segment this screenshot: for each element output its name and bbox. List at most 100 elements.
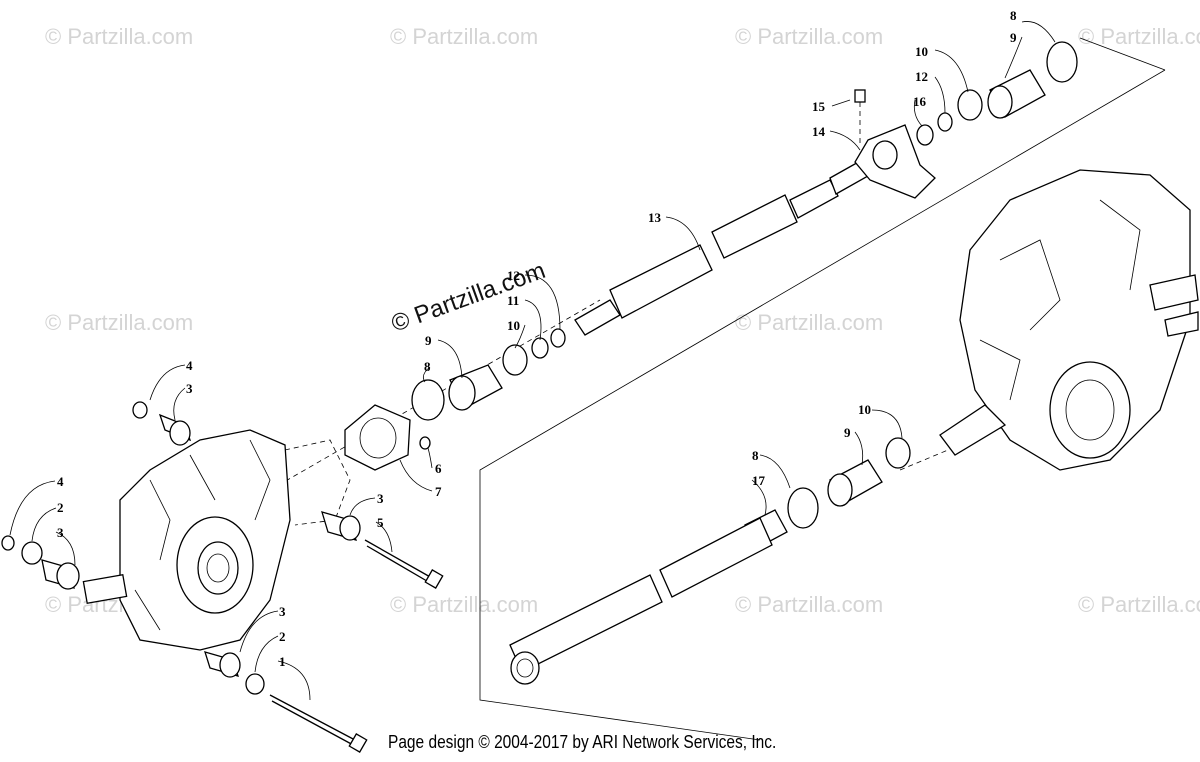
callout-1: 1 [279, 654, 286, 669]
transmission-ribs [979, 199, 1141, 401]
gearcase-mounts [1, 401, 444, 753]
gearcase-ribs [134, 439, 271, 631]
leader-8a [1021, 21, 1056, 43]
leader-4a [149, 364, 186, 401]
watermark: © Partzilla.com [390, 24, 538, 49]
leader-3a [173, 387, 186, 421]
shaft-13-tube-upper [711, 194, 798, 259]
shaft-13-spline [574, 299, 621, 336]
washer-2-left [21, 541, 43, 565]
leader-9a [1004, 36, 1023, 79]
watermark: © Partzilla.com [735, 310, 883, 335]
nut-4-upper [132, 401, 148, 419]
gearcase-mount-tab [82, 573, 128, 605]
front-gearcase [82, 429, 351, 651]
callout-2: 2 [279, 629, 286, 644]
transmission-output-shaft-lower [1164, 311, 1199, 337]
frame-top [1079, 37, 1166, 71]
front-shaft-parts [344, 328, 566, 471]
ring-12-upper [937, 112, 953, 132]
callout-14: 14 [812, 124, 826, 139]
washer-2-bottom [245, 673, 265, 695]
flange-plate-7-bore [359, 417, 397, 459]
callout-8: 8 [1010, 8, 1017, 23]
transmission-flange [1049, 361, 1131, 459]
leader-10b [514, 324, 526, 349]
ring-12-front [550, 328, 566, 348]
ring-11-front [531, 337, 549, 359]
callout-6: 6 [435, 461, 442, 476]
leader-12a [934, 76, 946, 114]
callout-16: 16 [913, 94, 927, 109]
ring-10-front [502, 344, 528, 376]
gearcase-inner-bore [206, 553, 230, 583]
ring-10-lower [885, 437, 911, 469]
transmission-output-shaft [1149, 274, 1199, 311]
callout-8: 8 [424, 359, 431, 374]
callout-15: 15 [812, 99, 826, 114]
leader-3d [239, 610, 279, 653]
rear-lower-seals [787, 437, 911, 529]
shaft-17-tube-upper [659, 517, 773, 598]
callout-9: 9 [844, 425, 851, 440]
carrier-bearing [854, 89, 936, 199]
leader-13 [665, 216, 701, 251]
bolt-15-head [854, 89, 866, 103]
page-footer: Page design © 2004-2017 by ARI Network S… [388, 732, 777, 752]
watermark: © Partzilla.com [735, 592, 883, 617]
o-ring-8-front [411, 379, 445, 421]
callout-2: 2 [57, 500, 64, 515]
nut-4-lower [1, 535, 15, 551]
leader-14 [829, 130, 861, 151]
callout-7: 7 [435, 484, 442, 499]
leader-1 [277, 660, 311, 701]
callout-12: 12 [507, 268, 520, 283]
callout-4: 4 [57, 474, 64, 489]
leader-17 [751, 479, 767, 516]
callout-11: 11 [507, 293, 519, 308]
leader-9b [437, 339, 463, 379]
bolt-1-edge [271, 700, 356, 747]
boot-9-front-face [448, 375, 476, 411]
o-ring-8-lower [787, 487, 819, 529]
ring-16 [916, 124, 934, 146]
leader-12b [524, 274, 561, 331]
transmission-body [959, 169, 1191, 471]
leader-3c [55, 531, 76, 566]
gearcase-phantom [284, 439, 351, 526]
leader-15 [831, 99, 851, 107]
rear-driveshaft [509, 509, 788, 685]
leader-8b [422, 366, 431, 383]
transmission-input-shaft [939, 404, 1007, 456]
leader-3b [349, 497, 376, 516]
callouts: 8 9 10 12 16 15 14 13 12 11 10 9 8 4 3 6… [57, 8, 1017, 669]
ring-10-upper [957, 89, 983, 121]
bolt-1-head [348, 733, 368, 753]
callout-3: 3 [57, 525, 64, 540]
callout-9: 9 [1010, 30, 1017, 45]
callout-10: 10 [507, 318, 520, 333]
leader-10c [871, 409, 903, 439]
leader-5 [375, 521, 393, 553]
leader-2a [31, 507, 57, 542]
bushing-3-bottom-face [219, 652, 241, 678]
bushing-3-left-face [56, 562, 80, 590]
bearing-14-bore [872, 140, 898, 170]
callout-9: 9 [425, 333, 432, 348]
frame-outline [479, 69, 1166, 741]
boot-9-upper-face [987, 85, 1013, 119]
bolt-5-edge [366, 545, 433, 585]
leader-16 [913, 99, 923, 127]
leader-8c [759, 454, 791, 489]
watermark: © Partzilla.com [45, 24, 193, 49]
shaft-13-tube-lower [609, 244, 713, 319]
callout-10: 10 [858, 402, 871, 417]
leader-11 [524, 299, 542, 341]
watermark: © Partzilla.com [45, 310, 193, 335]
callout-3: 3 [186, 381, 193, 396]
bolt-5-head [424, 569, 444, 589]
boot-9-lower-face [827, 473, 853, 507]
leader-10a [934, 49, 969, 93]
callout-17: 17 [752, 473, 766, 488]
leader-9c [854, 431, 864, 466]
